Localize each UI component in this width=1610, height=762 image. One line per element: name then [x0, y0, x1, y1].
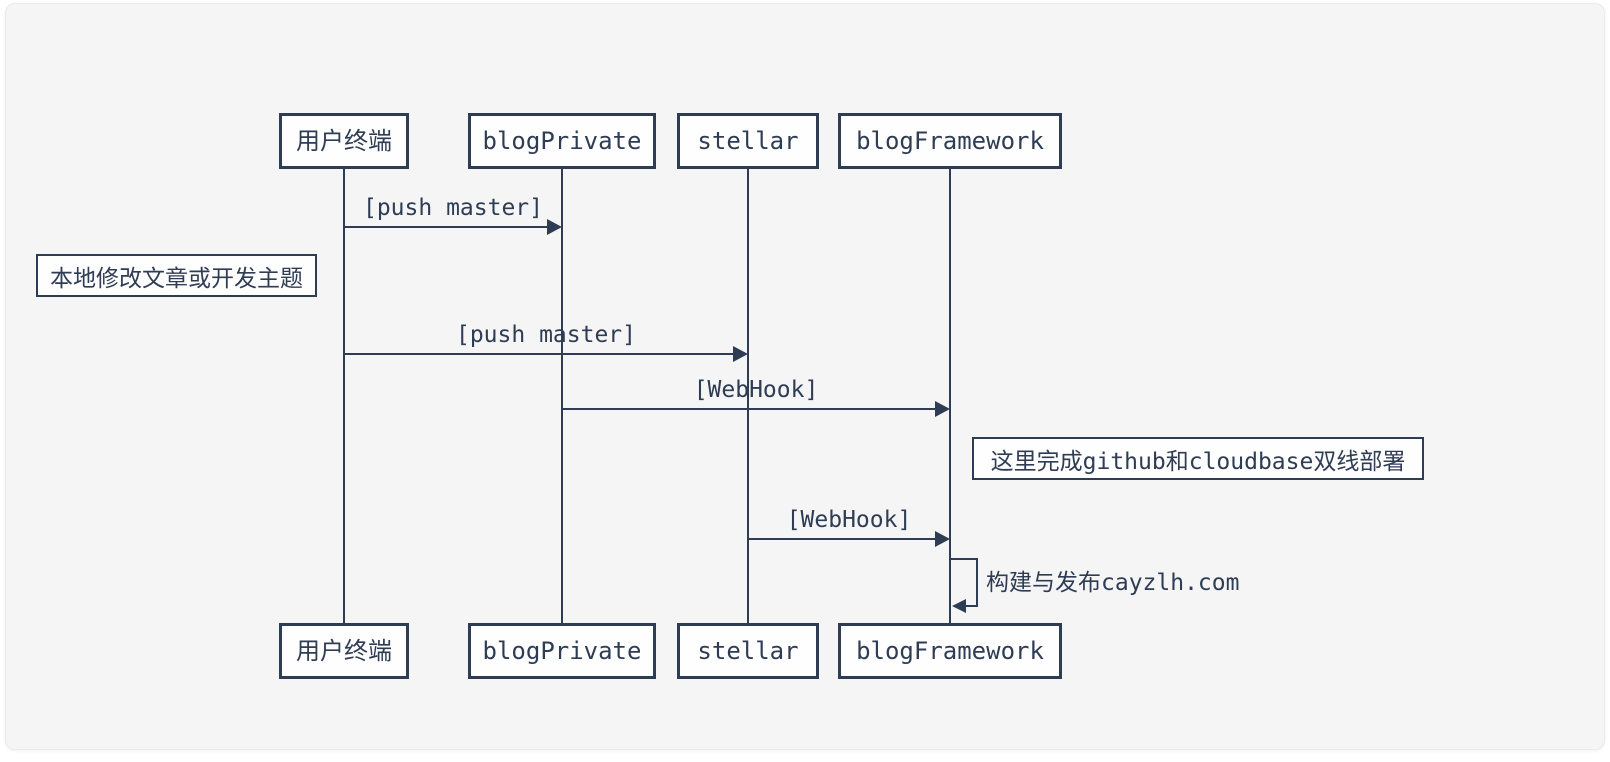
- self-loop-bottom: [964, 604, 978, 608]
- message-label-3: [WebHook]: [693, 377, 819, 403]
- self-loop-right: [975, 557, 978, 608]
- actor-bottom-blogFramework: blogFramework: [838, 623, 1062, 679]
- actor-bottom-stellar: stellar: [677, 623, 819, 679]
- self-loop-arrowhead-icon: [951, 599, 966, 613]
- lifeline-blogFramework: [948, 168, 952, 624]
- message-arrowhead-icon: [547, 219, 562, 235]
- message-arrowhead-icon: [935, 531, 950, 547]
- self-message-label: 构建与发布cayzlh.com: [986, 569, 1240, 596]
- message-label-2: [push master]: [455, 322, 637, 348]
- message-line-blogPrivate-to-blogFramework: [562, 407, 937, 411]
- actor-bottom-user: 用户终端: [279, 623, 409, 679]
- message-arrowhead-icon: [733, 346, 748, 362]
- message-line-user-to-stellar: [344, 352, 735, 356]
- message-arrowhead-icon: [935, 401, 950, 417]
- actor-bottom-blogPrivate: blogPrivate: [468, 623, 656, 679]
- actor-top-blogPrivate: blogPrivate: [468, 113, 656, 169]
- actor-top-stellar: stellar: [677, 113, 819, 169]
- note-right-of-blogFramework: 这里完成github和cloudbase双线部署: [972, 437, 1424, 480]
- message-label-1: [push master]: [362, 195, 544, 221]
- note-left-of-user: 本地修改文章或开发主题: [36, 254, 317, 297]
- self-loop-top: [950, 557, 978, 561]
- actor-top-blogFramework: blogFramework: [838, 113, 1062, 169]
- lifeline-stellar: [746, 168, 750, 624]
- lifeline-blogPrivate: [560, 168, 564, 624]
- actor-top-user: 用户终端: [279, 113, 409, 169]
- message-label-4: [WebHook]: [786, 507, 912, 533]
- lifeline-user: [342, 168, 346, 624]
- message-line-stellar-to-blogFramework: [748, 537, 937, 541]
- message-line-user-to-blogPrivate: [344, 225, 549, 229]
